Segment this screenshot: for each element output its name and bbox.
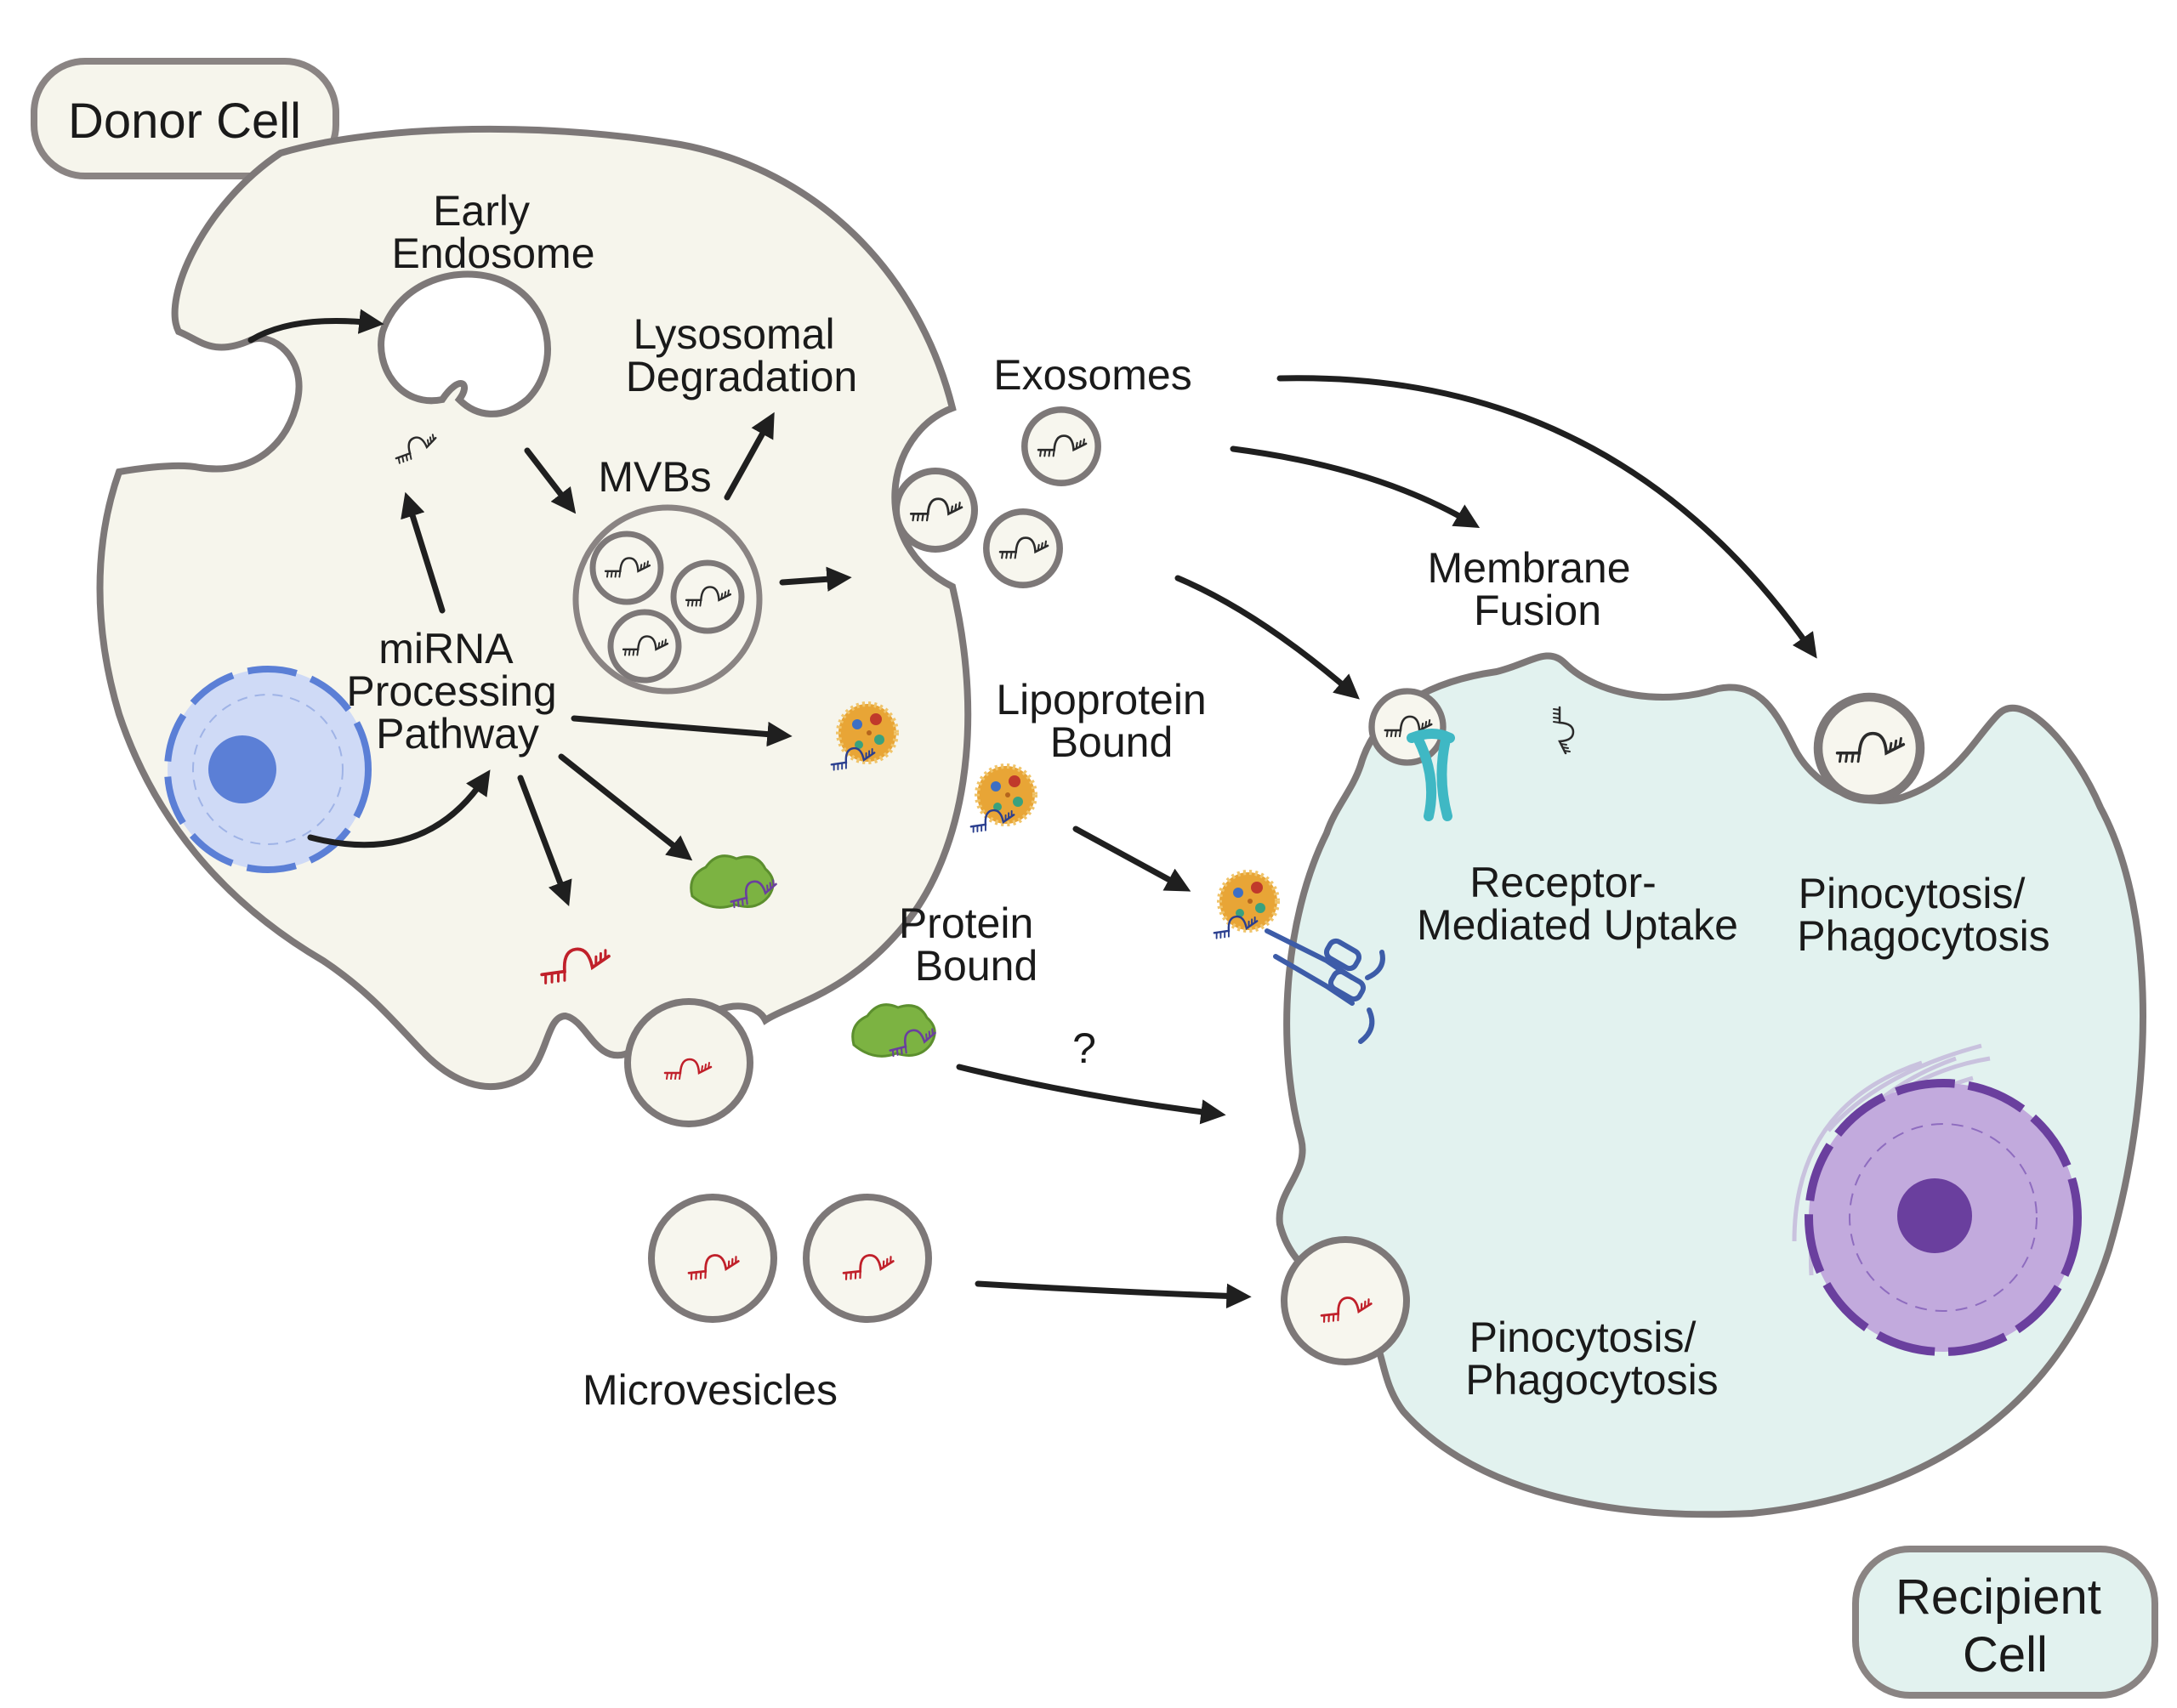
arrow-exosome-to-membrane-fusion (1230, 445, 1481, 528)
recipient-nucleus (1805, 1079, 2082, 1356)
label-question-mark: ? (1072, 1024, 1096, 1072)
label-pinocytosis-top: Pinocytosis/ Phagocytosis (1797, 870, 2049, 960)
recipient-cell-title: Recipient Cell (1896, 1569, 2115, 1682)
arrows (247, 309, 1817, 1309)
label-protein-bound: Protein Bound (899, 899, 1045, 990)
arrow-endosome-to-mvb (524, 447, 577, 514)
exosome-released-1 (1025, 410, 1098, 483)
arrow-processing-to-lipoprotein (571, 715, 793, 747)
extracellular-protein-mirna (851, 1003, 940, 1058)
arrow-nucleus-to-processing (307, 769, 491, 848)
arrow-processing-to-endosome (401, 491, 446, 614)
arrow-lipoprotein-to-receptor (1072, 826, 1191, 892)
early-endosome (378, 270, 551, 417)
receptor-teal (1407, 729, 1455, 821)
arrow-protein-to-recipient (956, 1064, 1226, 1125)
arrow-exosome-to-receptor (1174, 575, 1360, 700)
label-mvbs: MVBs (598, 453, 711, 501)
label-receptor-mediated-uptake: Receptor- Mediated Uptake (1417, 859, 1738, 949)
label-mirna-processing-pathway: miRNA Processing Pathway (346, 625, 568, 758)
label-early-endosome: Early Endosome (391, 187, 594, 277)
budding-microvesicle (624, 998, 753, 1127)
label-membrane-fusion: Membrane Fusion (1428, 544, 1643, 634)
label-lysosomal-degradation: Lysosomal Degradation (626, 310, 857, 400)
extracellular-lipoprotein (968, 766, 1035, 834)
internalizing-microvesicle (1281, 1236, 1410, 1365)
microvesicle-1 (648, 1194, 777, 1323)
docking-exosome (1372, 691, 1443, 763)
pinocytosis-exosome (1818, 697, 1920, 799)
arrow-mvb-to-exosome (779, 566, 852, 592)
label-microvesicles: Microvesicles (583, 1366, 838, 1414)
arrow-processing-to-free-mirna (517, 775, 572, 906)
label-exosomes: Exosomes (993, 351, 1191, 399)
arrow-processing-to-protein (558, 753, 693, 861)
exosome-budding-1 (896, 471, 975, 549)
donor-cell-title: Donor Cell (68, 94, 301, 149)
multivesicular-body (572, 504, 763, 695)
recipient-cell-title-box: Recipient Cell (1852, 1546, 2158, 1699)
label-lipoprotein-bound: Lipoprotein Bound (996, 676, 1218, 766)
arrow-exosome-to-pinocytosis (1276, 375, 1817, 659)
label-pinocytosis-bottom: Pinocytosis/ Phagocytosis (1465, 1314, 1718, 1404)
arrow-microvesicle-to-recipient (975, 1280, 1252, 1309)
arrow-entry-to-endosome (247, 309, 384, 343)
microvesicle-2 (803, 1194, 932, 1323)
lipoprotein-receptor (1265, 928, 1385, 1044)
exosome-released-2 (986, 512, 1060, 585)
donor-nucleus (164, 666, 372, 873)
arrow-mvb-to-lysosome (724, 411, 775, 501)
donor-cell-title-box: Donor Cell (31, 58, 339, 179)
